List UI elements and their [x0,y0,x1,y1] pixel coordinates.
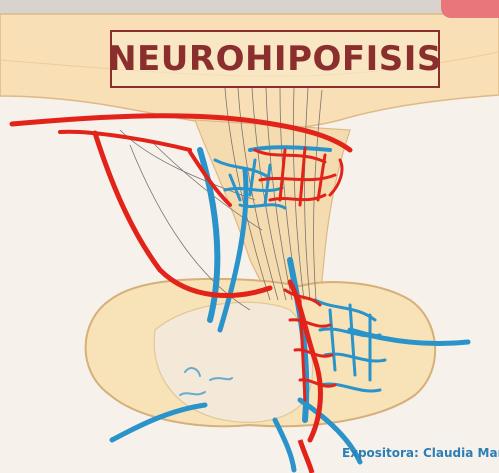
top-strip [0,0,499,14]
page-title: NEUROHIPOFISIS [108,39,442,79]
corner-tab [441,0,499,18]
title-box: NEUROHIPOFISIS [110,30,440,88]
presenter-credit: Expositora: Claudia Mar [342,446,499,460]
